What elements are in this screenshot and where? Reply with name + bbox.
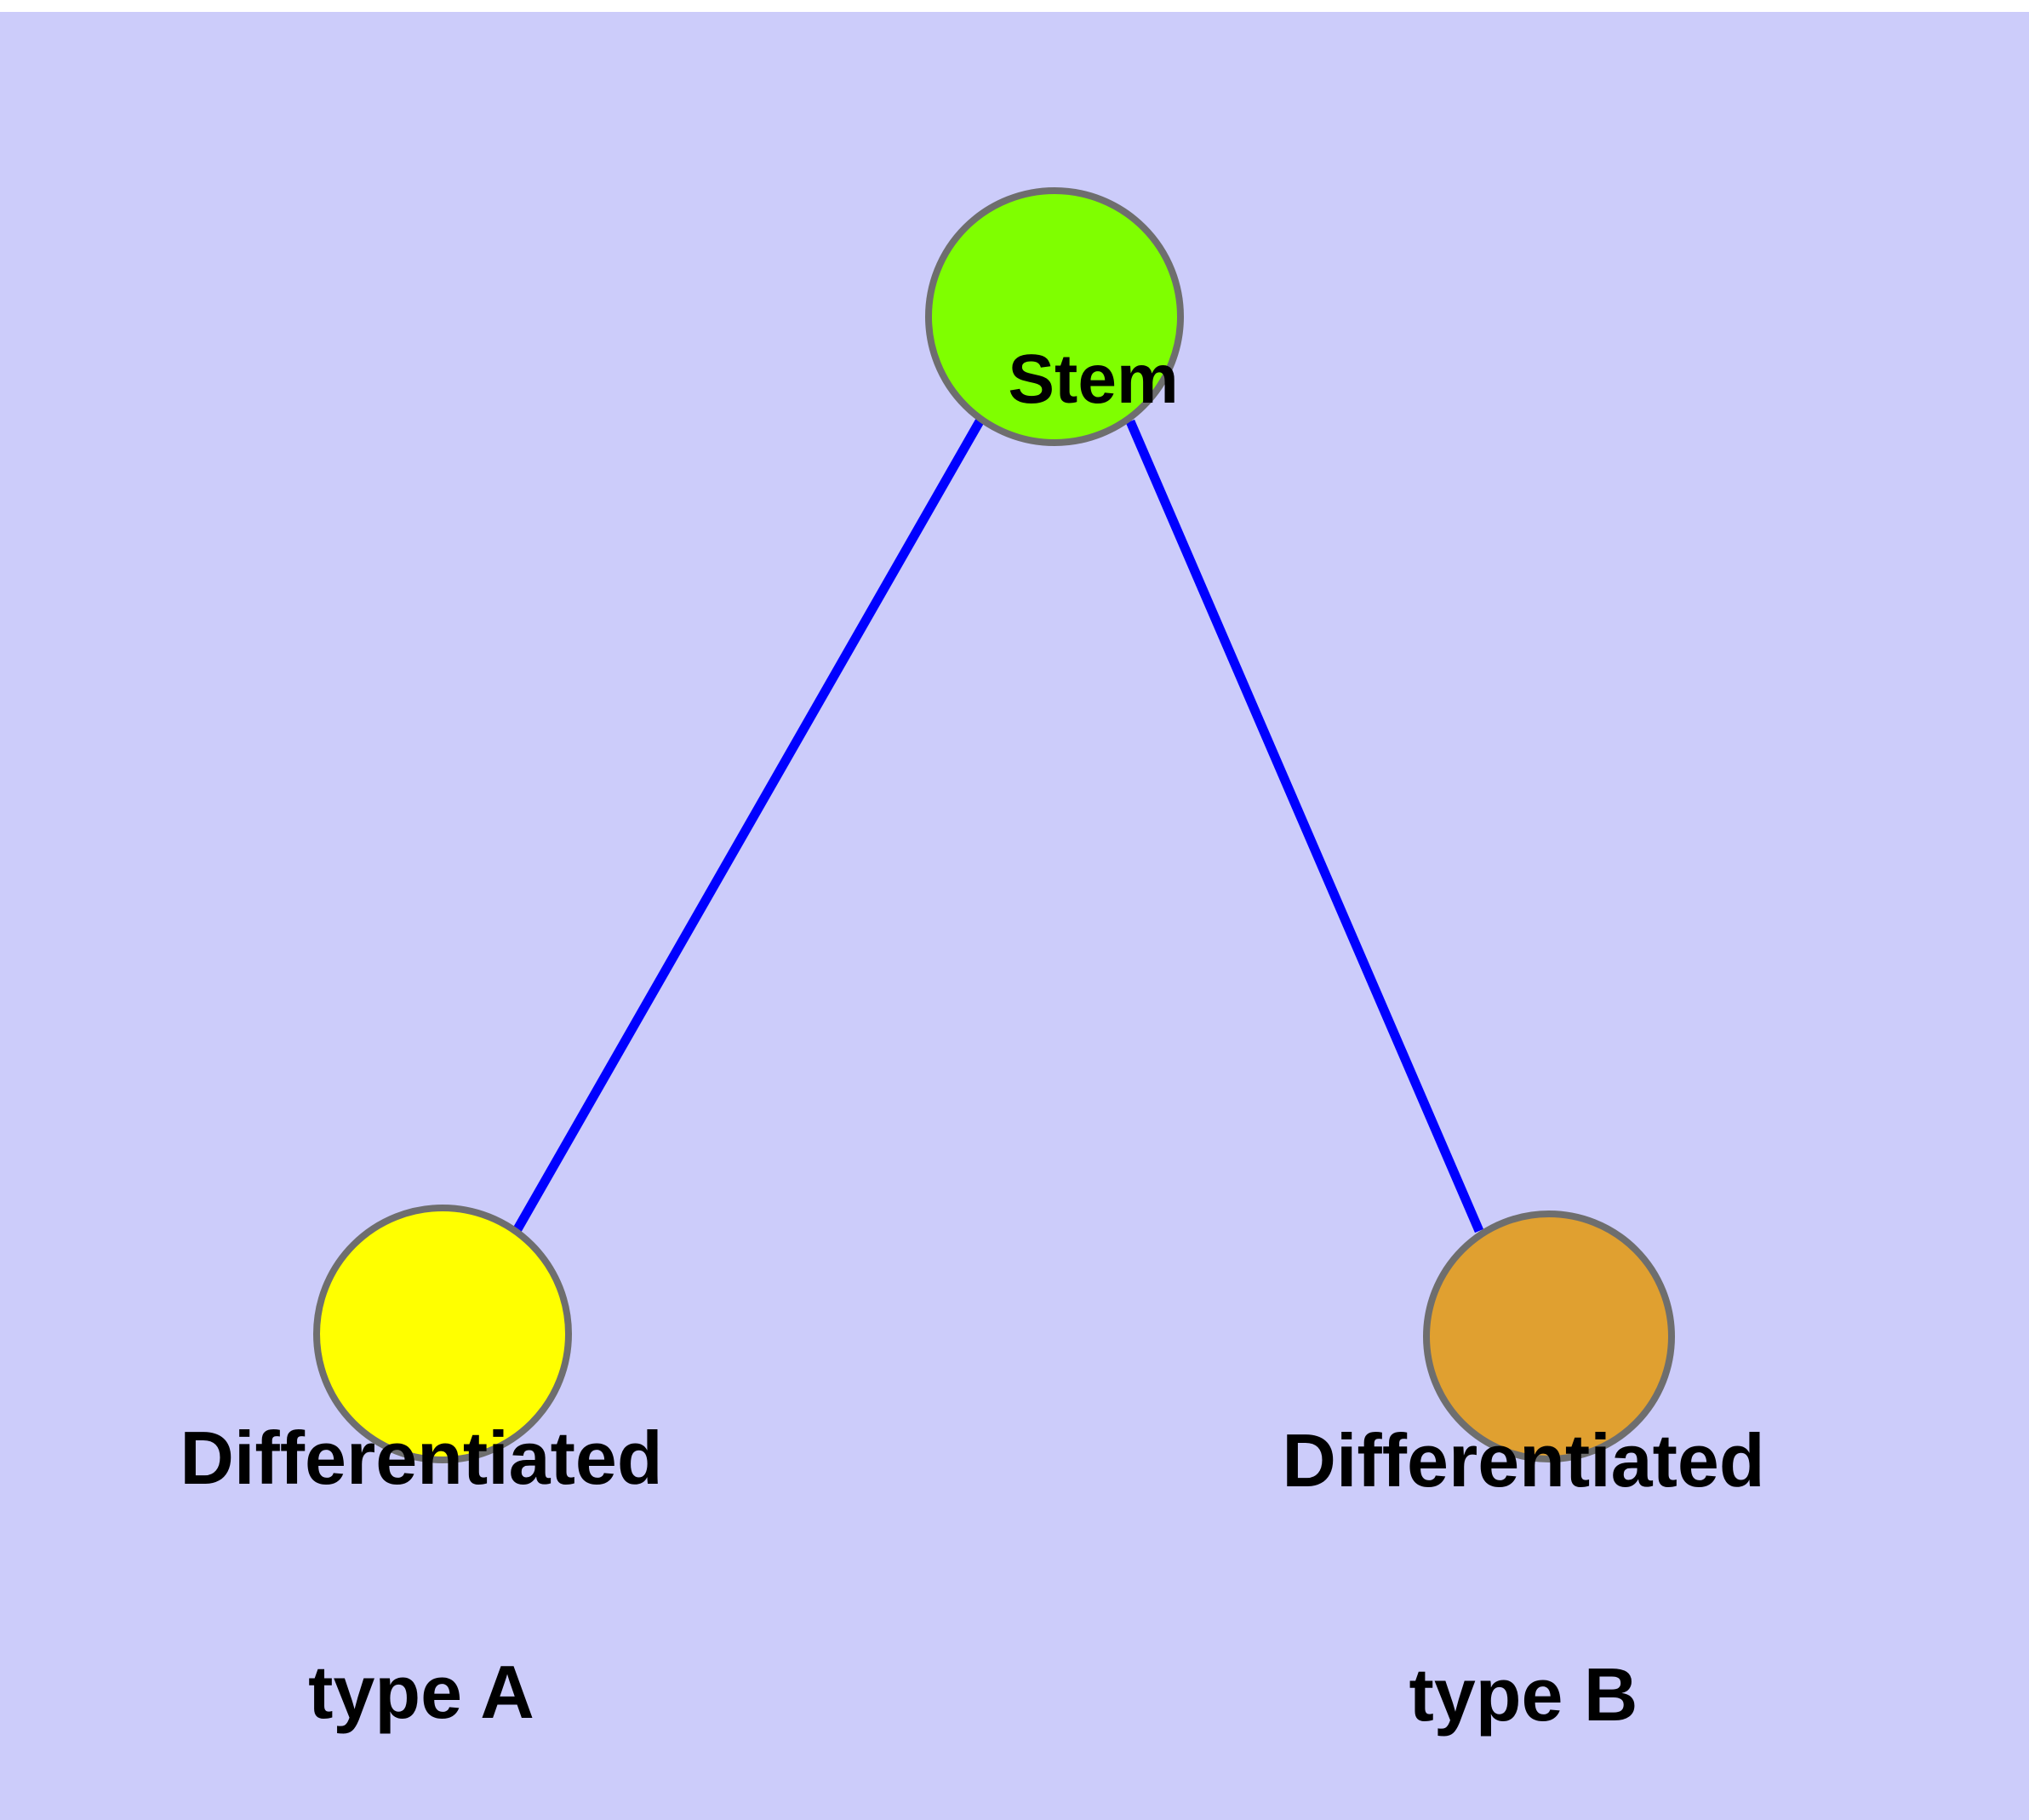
edge-layer (513, 419, 1484, 1233)
node-diff-b-circle[interactable] (1423, 1210, 1675, 1462)
edge-stem-to-diff-b[interactable] (1125, 419, 1484, 1233)
node-stem-circle[interactable] (925, 187, 1184, 446)
node-layer (313, 187, 1675, 1463)
node-diff-a-circle[interactable] (313, 1205, 572, 1463)
edge-stem-to-diff-a[interactable] (513, 419, 984, 1232)
